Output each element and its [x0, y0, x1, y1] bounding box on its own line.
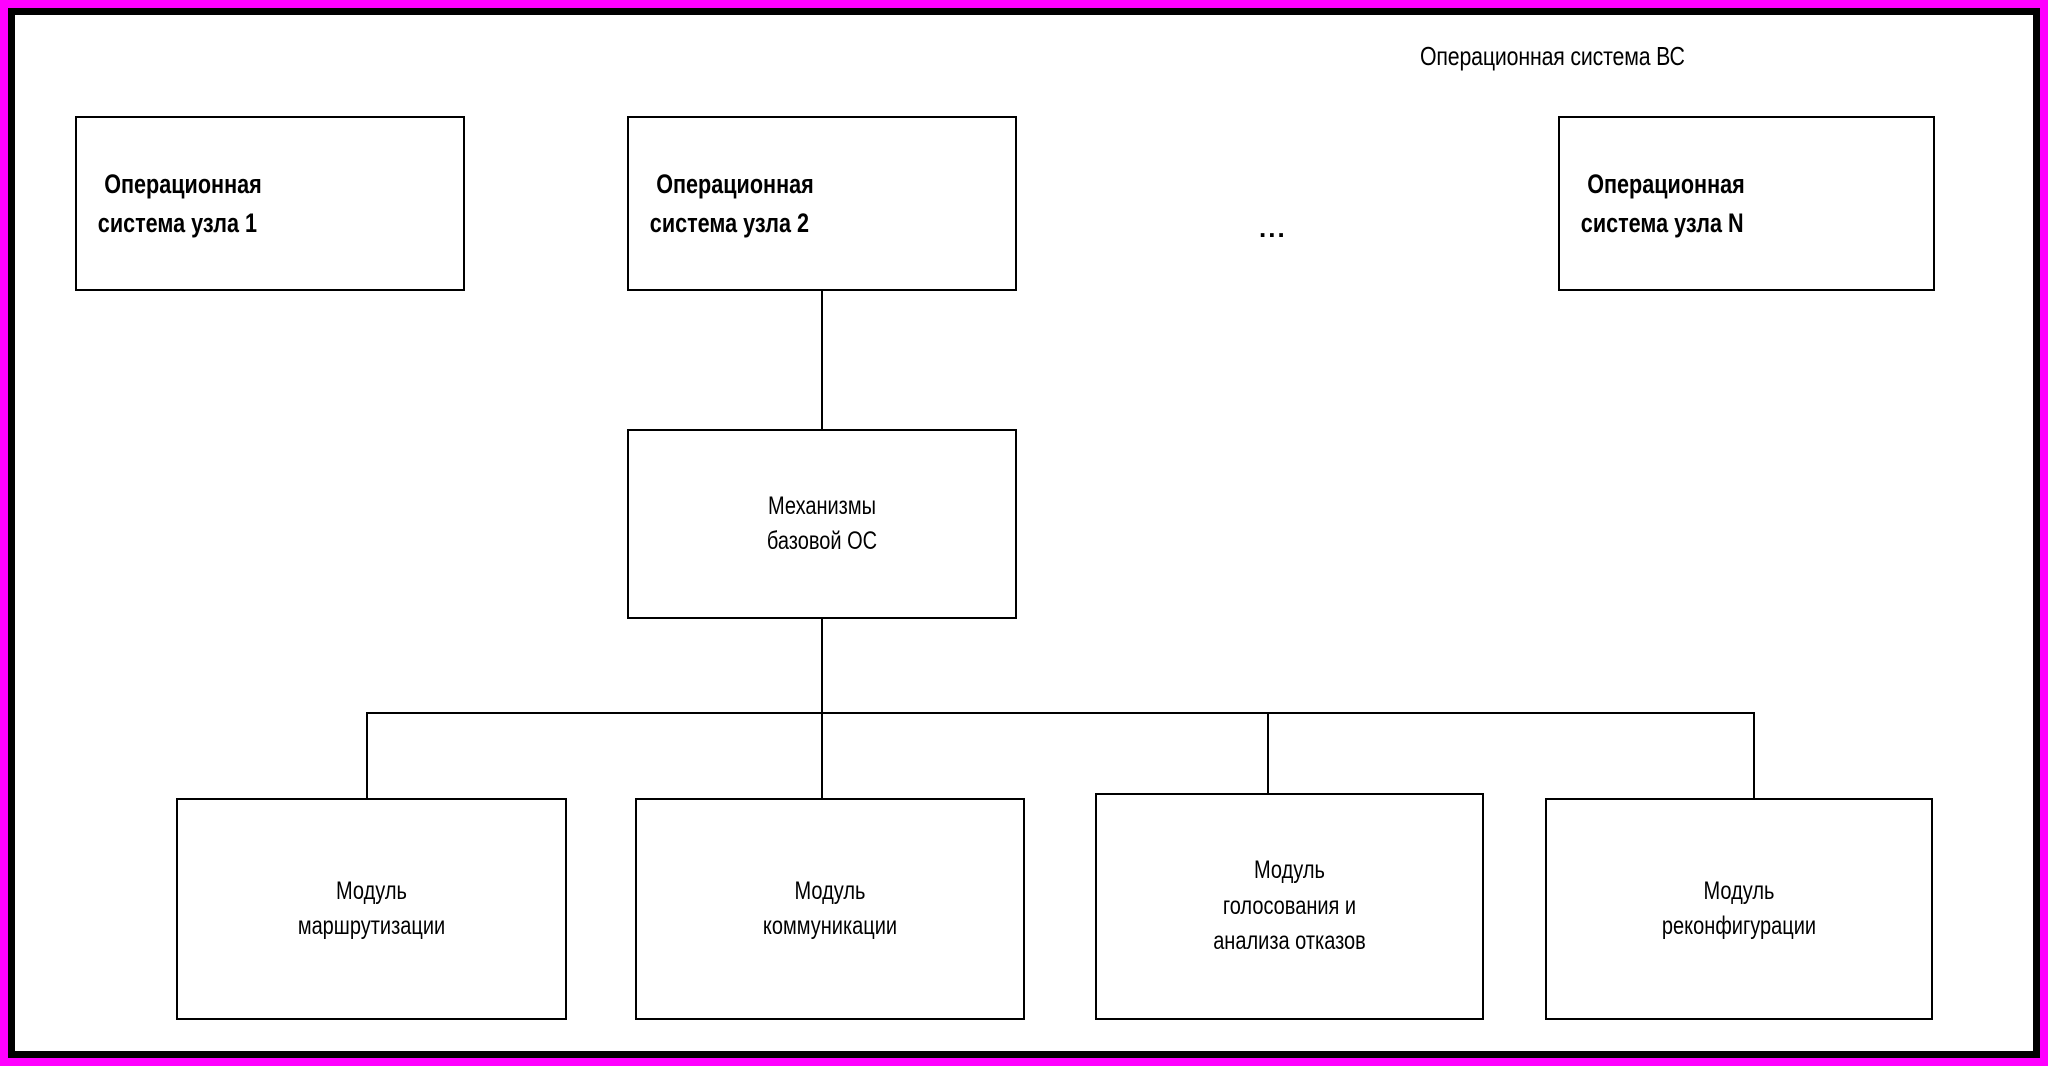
node-module-communication-line-2: коммуникации [762, 912, 898, 940]
node-module-reconfiguration-line-1: Модуль [1703, 876, 1775, 905]
node-module-routing-line-2: маршрутизации [297, 912, 446, 940]
node-module-reconfiguration-line-2: реконфигурации [1661, 912, 1817, 940]
node-os-node-1: Операционная система узла 1 [75, 116, 465, 291]
node-os-node-n-line-1: Операционная [1587, 169, 1745, 200]
node-module-communication-line-1: Модуль [794, 876, 866, 905]
node-os-node-2-line-1: Операционная [656, 169, 814, 200]
node-module-routing-line-1: Модуль [336, 876, 407, 905]
node-module-voting-line-1: Модуль [1254, 856, 1325, 885]
node-os-node-n-line-2: система узла N [1580, 207, 1744, 238]
connector-bus-to-module-reconfiguration [1753, 712, 1755, 799]
diagram-inner-frame: Операционная система ВС Операционная сис… [8, 8, 2040, 1058]
node-module-voting: Модуль голосования и анализа отказов [1095, 793, 1484, 1020]
connector-base-os-to-bus [821, 619, 823, 799]
node-os-node-2: Операционная система узла 2 [627, 116, 1017, 291]
connector-bus-to-module-voting [1267, 712, 1269, 799]
connector-bus-to-module-routing [366, 712, 368, 799]
connector-os-node-2-to-base-os [821, 291, 823, 429]
node-os-node-2-line-2: система узла 2 [649, 207, 810, 238]
node-base-os: Механизмы базовой ОС [627, 429, 1017, 619]
connector-horizontal-bus [366, 712, 1755, 714]
node-module-routing: Модуль маршрутизации [176, 798, 567, 1020]
node-module-voting-line-3: анализа отказов [1213, 927, 1366, 956]
node-base-os-line-1: Механизмы [768, 491, 876, 520]
node-module-communication: Модуль коммуникации [635, 798, 1025, 1020]
ellipsis-marker: ... [1259, 213, 1287, 243]
node-base-os-line-2: базовой ОС [766, 527, 878, 555]
node-os-node-1-line-1: Операционная [104, 169, 262, 200]
node-module-voting-line-2: голосования и [1222, 891, 1357, 920]
node-module-reconfiguration: Модуль реконфигурации [1545, 798, 1933, 1020]
node-os-node-n: Операционная система узла N [1558, 116, 1935, 291]
diagram-canvas: Операционная система ВС Операционная сис… [15, 15, 2033, 1051]
node-os-node-1-line-2: система узла 1 [97, 207, 258, 238]
page-title: Операционная система ВС [1420, 41, 1685, 71]
